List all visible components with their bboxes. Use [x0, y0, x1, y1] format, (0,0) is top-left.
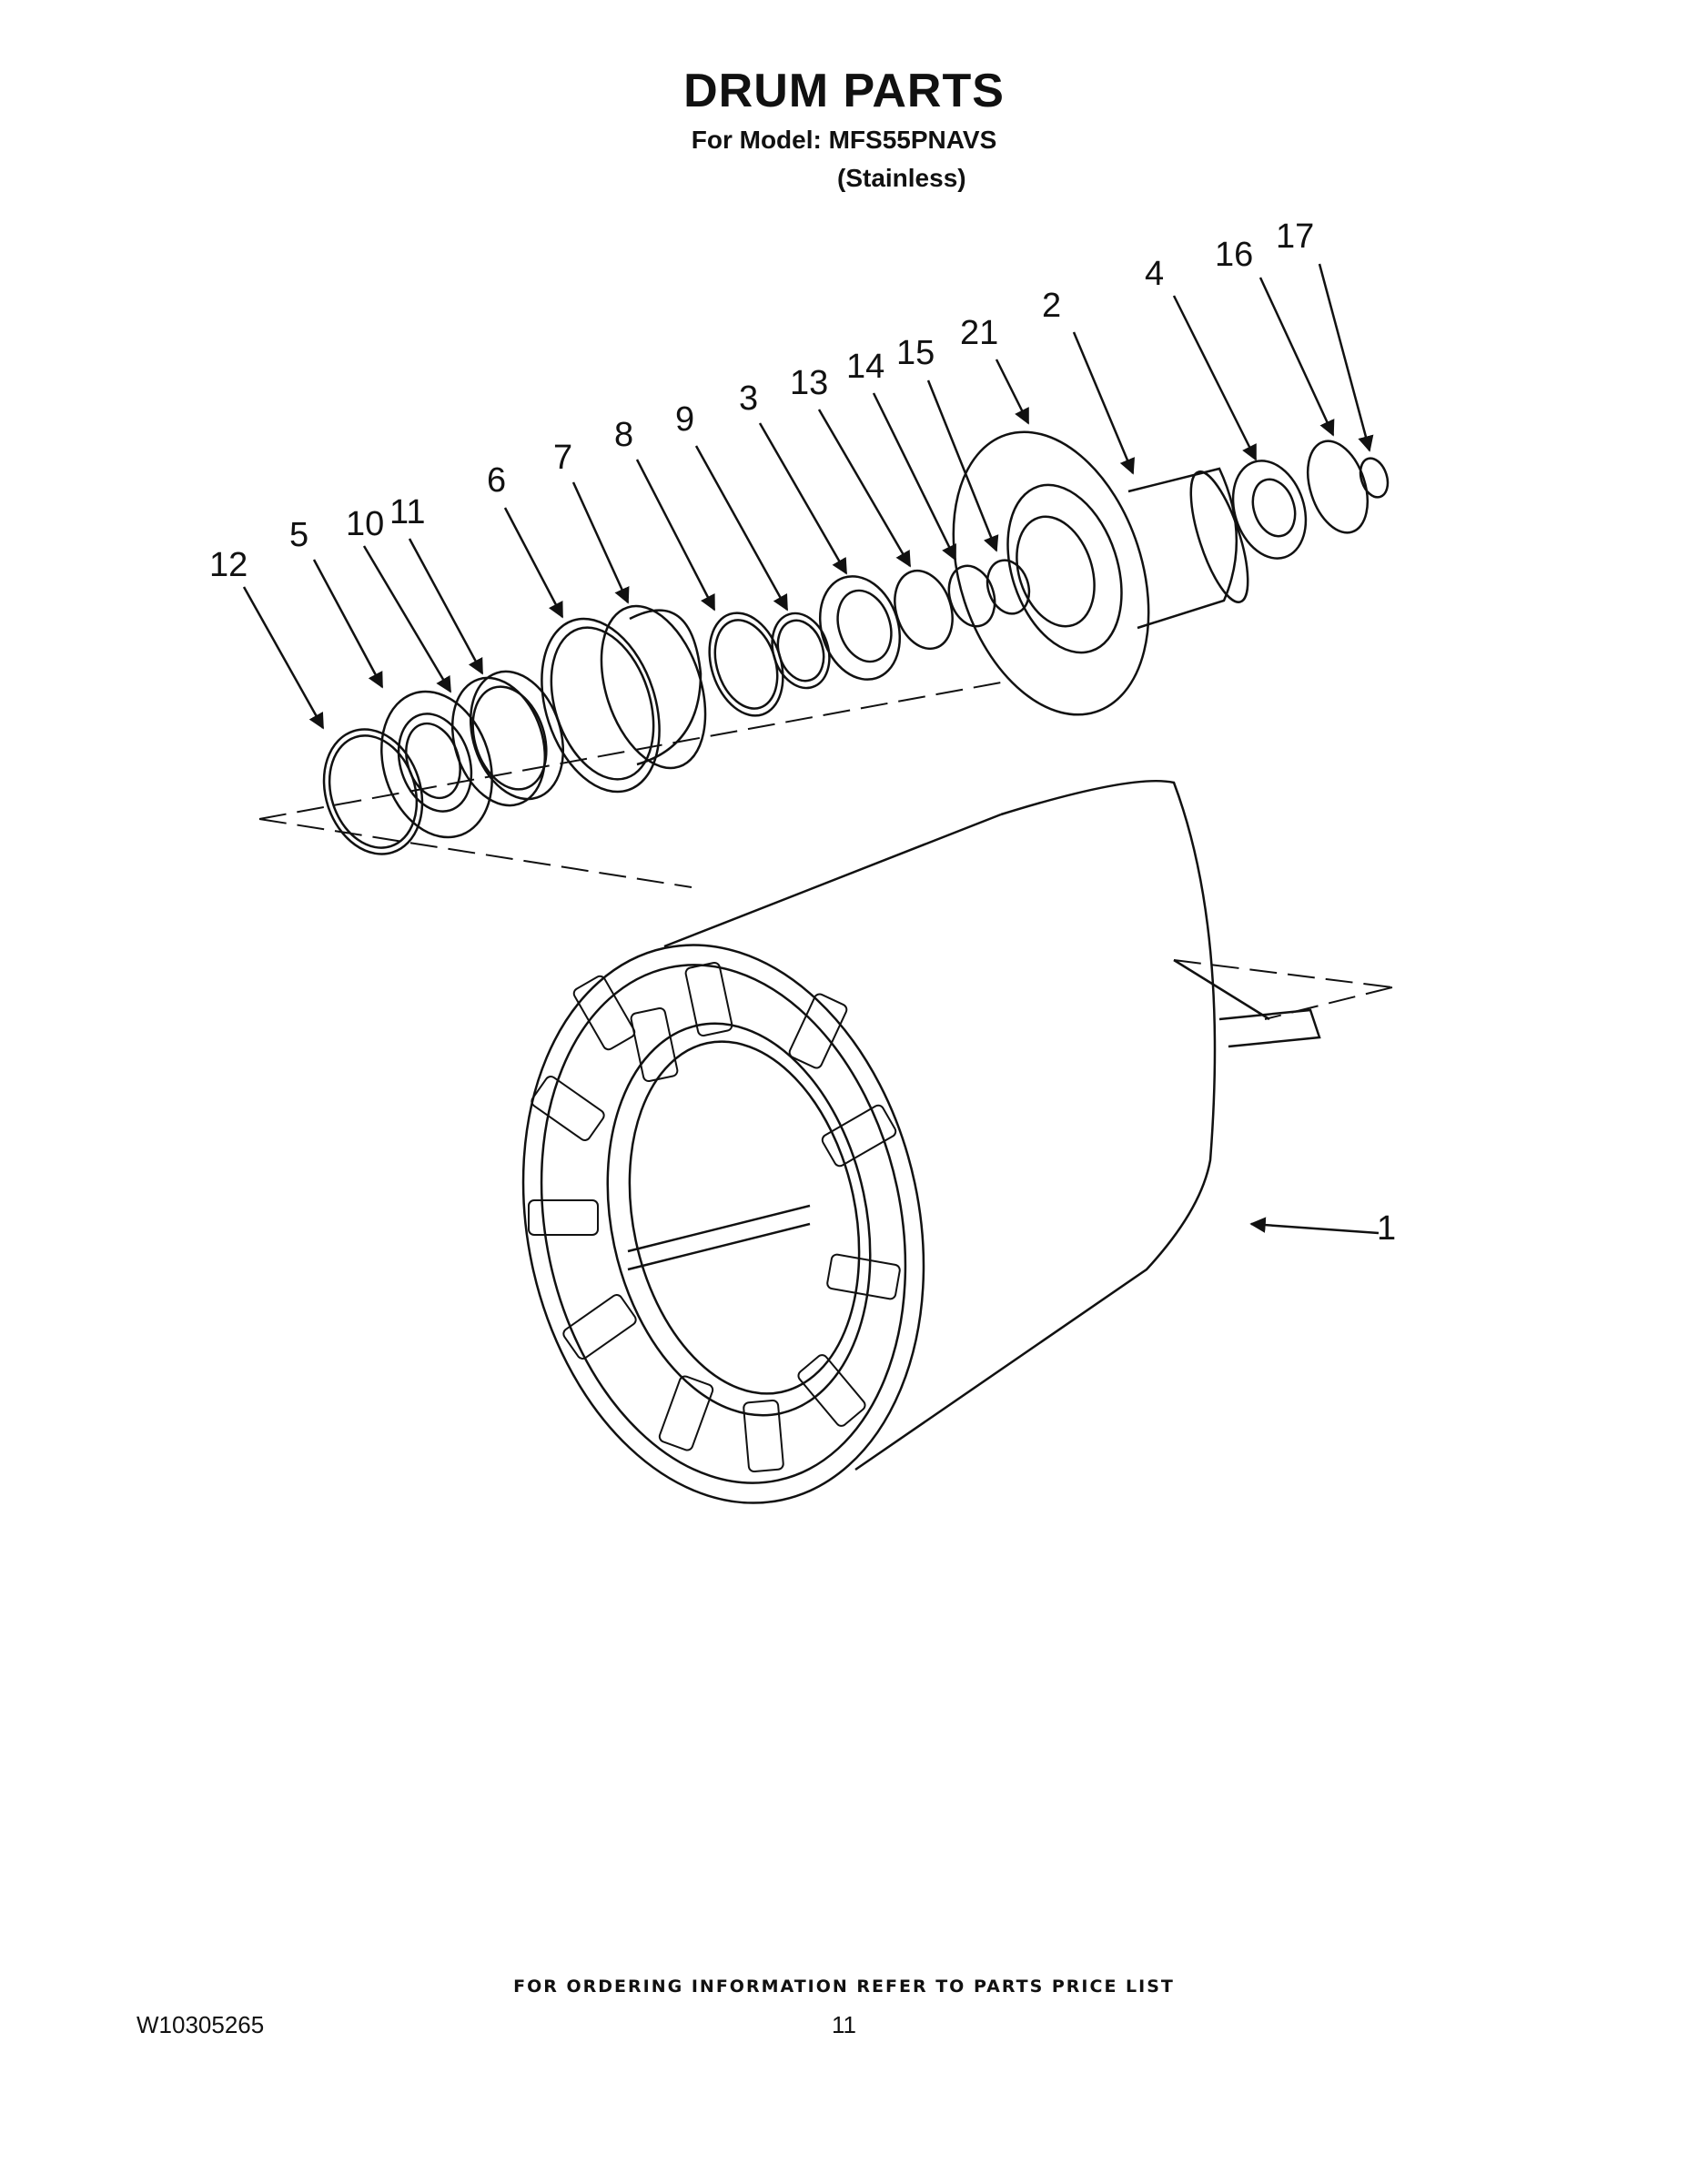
part-7-flange	[600, 604, 707, 770]
callout-17: 17	[1276, 217, 1314, 256]
callout-1: 1	[1377, 1209, 1396, 1248]
part-2-shaft	[1127, 467, 1249, 630]
page-title: DRUM PARTS	[683, 65, 1005, 117]
part-3-bearing	[818, 575, 902, 681]
callout-16: 16	[1215, 236, 1253, 274]
callout-8: 8	[614, 416, 633, 454]
part-8-ring	[708, 612, 784, 717]
part-11-10-seal	[450, 670, 565, 807]
callout-13: 13	[790, 364, 828, 402]
callout-5: 5	[289, 516, 308, 554]
callout-14: 14	[846, 348, 884, 386]
part-14-ring	[947, 564, 996, 628]
callout-11: 10	[346, 505, 384, 543]
page-number: 11	[832, 2011, 856, 2038]
part-15-ring	[986, 559, 1031, 615]
callout-12: 12	[209, 546, 248, 584]
callout-3: 3	[739, 379, 758, 418]
part-4-bearing	[1231, 460, 1308, 560]
callout-2: 2	[1042, 287, 1061, 325]
callout-10: 11	[389, 493, 425, 531]
part-1-drum	[521, 779, 1321, 1504]
callout-9: 9	[675, 400, 694, 439]
document-number: W10305265	[136, 2011, 265, 2038]
part-6-housing	[541, 617, 661, 794]
callout-6: 6	[487, 461, 506, 500]
callout-labels: 12 5 10 11 6 7 8 9 3 13 14 15 21 2 4 16 …	[209, 217, 1396, 1248]
part-9-spacer	[771, 612, 831, 690]
callout-7: 7	[553, 439, 572, 477]
model-line: For Model: MFS55PNAVS	[691, 126, 997, 154]
callout-21: 21	[960, 314, 998, 352]
part-5-seal	[380, 690, 493, 839]
leader-arrows	[242, 263, 1380, 1235]
ordering-note: FOR ORDERING INFORMATION REFER TO PARTS …	[513, 1977, 1175, 1997]
callout-4: 4	[1145, 255, 1164, 293]
variant-line: (Stainless)	[837, 164, 966, 192]
part-16-ring	[1307, 440, 1369, 534]
exploded-axis	[258, 682, 1393, 1020]
part-17-clip	[1359, 457, 1390, 499]
callout-15: 15	[896, 334, 935, 372]
part-21-hub	[952, 430, 1150, 716]
